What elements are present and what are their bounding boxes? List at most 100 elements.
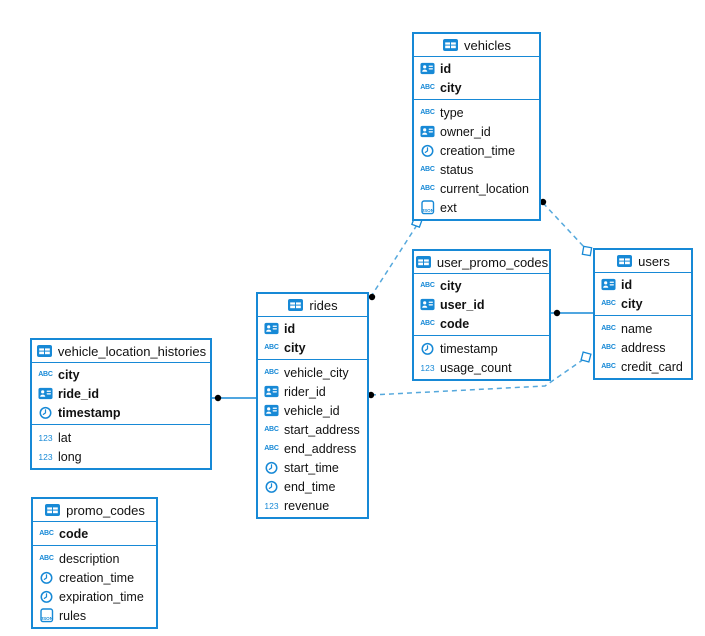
id-badge-icon [419,298,436,311]
columns-section: timestamp 123 usage_count [414,335,549,379]
column-row-owner_id[interactable]: owner_id [414,122,539,141]
column-row-timestamp[interactable]: timestamp [414,339,549,358]
column-name: current_location [440,181,529,196]
clock-icon [263,479,280,494]
column-row-city[interactable]: ABC city [595,294,691,313]
column-name: owner_id [440,124,491,139]
column-row-lat[interactable]: 123 lat [32,428,210,447]
column-name: code [440,316,470,331]
column-row-creation_time[interactable]: creation_time [414,141,539,160]
id-badge-icon [419,125,436,138]
column-row-vehicle_id[interactable]: vehicle_id [258,401,367,420]
column-name: city [440,80,462,95]
column-row-ride_id[interactable]: ride_id [32,384,210,403]
column-row-end_time[interactable]: end_time [258,477,367,496]
table-header[interactable]: users [595,250,691,273]
abc-icon: ABC [264,369,279,376]
svg-text:JSON: JSON [421,208,434,213]
table-icon [616,255,633,267]
dot-endpoint-marker [214,394,222,402]
column-row-usage_count[interactable]: 123 usage_count [414,358,549,377]
clock-icon [37,405,54,420]
column-name: ride_id [58,386,99,401]
abc-icon: ABC [420,109,435,116]
table-header[interactable]: rides [258,294,367,317]
column-name: code [59,526,89,541]
table-header[interactable]: user_promo_codes [414,251,549,274]
numeric-icon: 123 [420,362,435,373]
column-row-start_time[interactable]: start_time [258,458,367,477]
clock-icon [38,589,55,604]
column-name: description [59,551,120,566]
abc-icon: ABC [420,282,435,289]
column-row-rider_id[interactable]: rider_id [258,382,367,401]
square-endpoint-marker [581,245,593,257]
abc-icon: ABC [601,300,616,307]
numeric-icon: 123 [38,451,53,462]
column-name: status [440,162,474,177]
relationship-vehicles-users [542,202,586,249]
table-header[interactable]: promo_codes [33,499,156,522]
table-title: promo_codes [66,502,145,518]
column-name: start_time [284,460,339,475]
clock-icon [419,341,436,356]
column-name: city [58,367,80,382]
column-row-id[interactable]: id [595,275,691,294]
dot-endpoint-marker [368,293,376,301]
column-name: usage_count [440,360,512,375]
column-name: lat [58,430,72,445]
table-title: user_promo_codes [436,254,549,270]
json-icon: JSON [38,608,55,623]
column-row-code[interactable]: ABC code [414,314,549,333]
column-name: city [621,296,643,311]
table-header[interactable]: vehicle_location_histories [32,340,210,363]
column-name: credit_card [621,359,683,374]
abc-icon: ABC [420,320,435,327]
table-icon [44,504,61,516]
column-name: name [621,321,653,336]
table-header[interactable]: vehicles [414,34,539,57]
table-title: rides [309,297,338,313]
column-name: id [284,321,296,336]
numeric-icon: 123 [38,432,53,443]
column-row-id[interactable]: id [414,59,539,78]
table-icon [415,256,432,268]
column-name: timestamp [440,341,498,356]
column-row-creation_time[interactable]: creation_time [33,568,156,587]
column-row-user_id[interactable]: user_id [414,295,549,314]
column-row-id[interactable]: id [258,319,367,338]
column-name: id [440,61,452,76]
id-badge-icon [600,278,617,291]
column-row-expiration_time[interactable]: expiration_time [33,587,156,606]
column-row-timestamp[interactable]: timestamp [32,403,210,422]
